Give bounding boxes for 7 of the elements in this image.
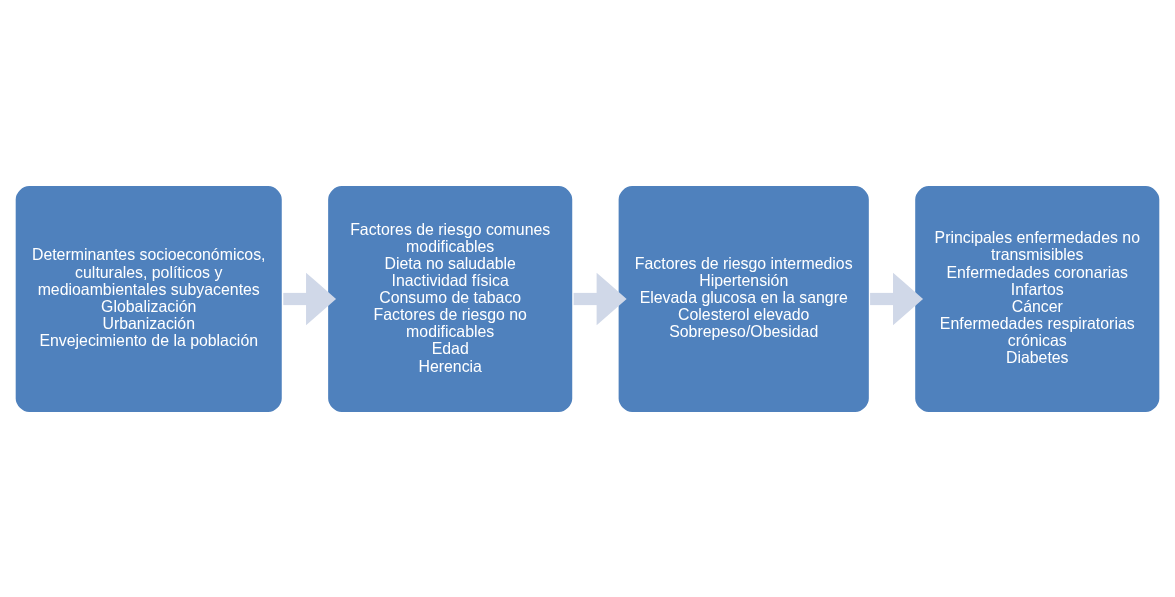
arrow (573, 272, 627, 325)
arrow (870, 272, 924, 325)
node-box: Factores de riesgo intermedios Hipertensión Elevada glucosa en la sangre Colesterol elevado Sobrepeso/Obesidad (616, 183, 872, 414)
node-box: Principales enfermedades no transmisibles Enfermedades coronarias Infartos Cáncer Enfermedades respiratorias crónicas Diabetes (912, 183, 1162, 414)
arrow (283, 272, 337, 325)
node-box: Factores de riesgo comunes modificables Dieta no saludable Inactividad física Consumo de tabaco Factores de riesgo no modificables Edad Herencia (325, 183, 575, 414)
node-box: Determinantes socioeconómicos, culturales, políticos y medioambientales subyacentes Globalización Urbanización Envejecimiento de la población (13, 183, 285, 414)
